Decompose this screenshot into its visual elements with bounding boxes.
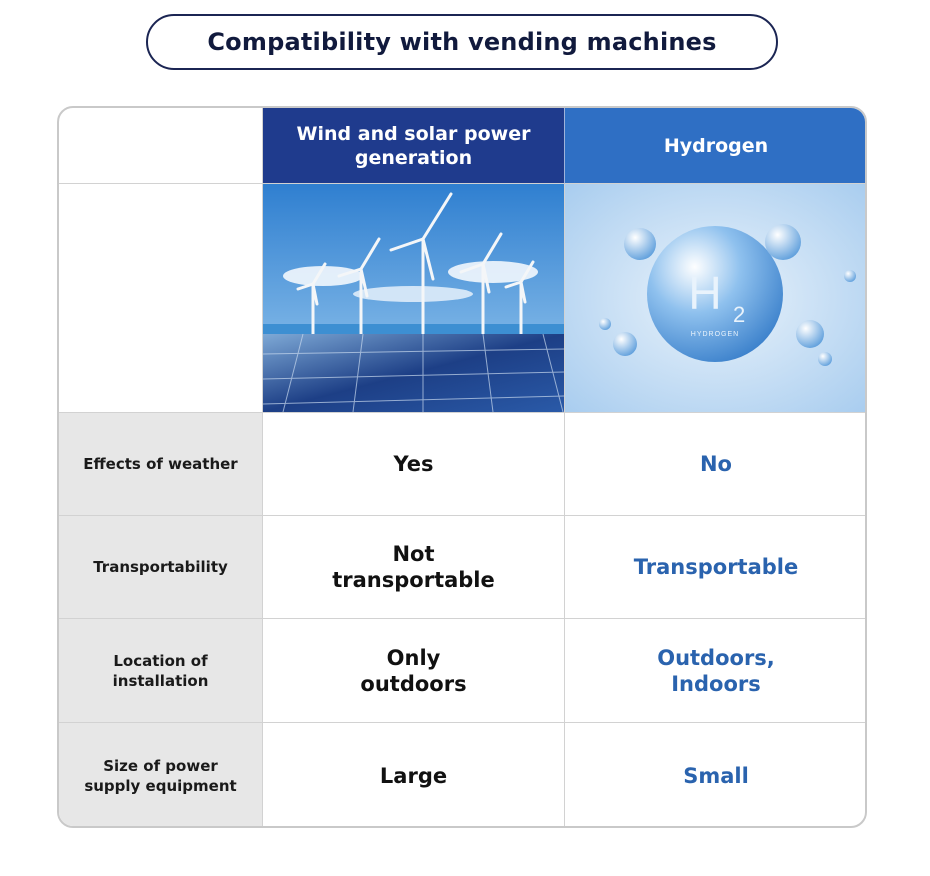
page-title: Compatibility with vending machines bbox=[146, 14, 778, 70]
image-row-empty-cell bbox=[59, 184, 263, 413]
hydrogen-location-of-installation: Outdoors, Indoors bbox=[565, 619, 865, 723]
header-wind-solar: Wind and solar power generation bbox=[263, 108, 565, 184]
wind-solar-image bbox=[263, 184, 565, 413]
wind-solar-location-of-installation: Only outdoors bbox=[263, 619, 565, 723]
wind-solar-transportability: Not transportable bbox=[263, 516, 565, 619]
row-label-effects-of-weather: Effects of weather bbox=[59, 413, 263, 516]
row-label-size-of-power-supply-equipment: Size of power supply equipment bbox=[59, 723, 263, 826]
hydrogen-size-of-power-supply-equipment: Small bbox=[683, 763, 749, 788]
comparison-table: Wind and solar power generation Hydrogen bbox=[57, 106, 867, 828]
row-label-transportability: Transportability bbox=[59, 516, 263, 619]
header-empty-cell bbox=[59, 108, 263, 184]
hydrogen-effects-of-weather: No bbox=[565, 413, 865, 516]
hydrogen-image: H 2 HYDROGEN bbox=[565, 184, 865, 413]
header-hydrogen: Hydrogen bbox=[565, 108, 865, 184]
row-label-location-of-installation: Location of installation bbox=[59, 619, 263, 723]
hydrogen-subscript: 2 bbox=[733, 302, 745, 327]
hydrogen-transportability: Transportable bbox=[565, 516, 865, 619]
hydrogen-symbol: H bbox=[688, 267, 721, 319]
wind-solar-size-of-power-supply-equipment: Large bbox=[263, 723, 565, 826]
hydrogen-caption: HYDROGEN bbox=[691, 331, 739, 338]
wind-solar-effects-of-weather: Yes bbox=[263, 413, 565, 516]
